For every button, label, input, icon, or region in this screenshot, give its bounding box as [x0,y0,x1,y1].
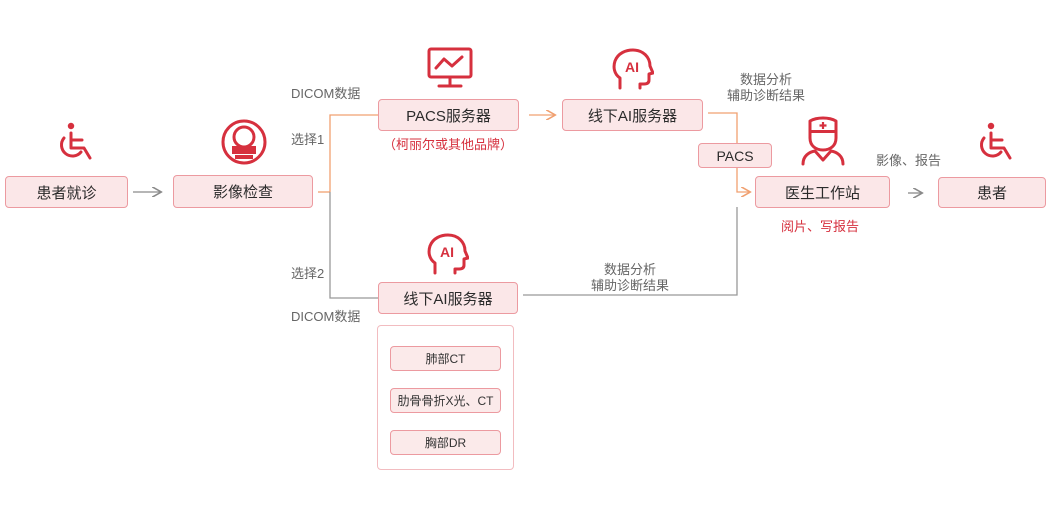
ai-module-label: 肺部CT [425,352,466,366]
imaging-exam-label: 影像检查 [212,184,273,201]
pacs-tag-box: PACS [698,143,772,168]
offline-ai-server-bottom-box: 线下AI服务器 [378,282,518,314]
patient-visit-label: 患者就诊 [36,184,97,202]
patient-visit-box: 患者就诊 [5,176,128,208]
svg-text:AI: AI [625,59,639,75]
patient-label: 患者 [976,185,1007,202]
ai-module-label: 肋骨骨折X光、CT [397,394,494,408]
image-report-label: 影像、报告 [876,153,942,168]
wheelchair-icon [60,122,92,160]
ai-module-chest-dr: 胸部DR [390,430,501,455]
doctor-note: 阅片、写报告 [781,219,860,234]
analysis-bottom-line2: 辅助诊断结果 [590,278,669,293]
patient-box: 患者 [938,177,1046,208]
offline-ai-server-top-label: 线下AI服务器 [587,107,678,125]
pacs-brand-note: （柯丽尔或其他品牌） [383,137,514,152]
analysis-label-bottom: 数据分析 辅助诊断结果 [580,262,680,294]
doctor-icon [801,116,845,166]
ai-module-rib-fracture: 肋骨骨折X光、CT [390,388,501,413]
imaging-exam-box: 影像检查 [173,175,313,208]
pacs-server-box: PACS服务器 [378,99,519,131]
ai-module-label: 胸部DR [424,436,467,450]
ai-head-icon: AI [612,48,654,90]
dicom-label-bottom: DICOM数据 [291,309,361,324]
doctor-station-label: 医生工作站 [784,184,860,202]
line-ai-bottom-to-doctor [523,207,738,296]
svg-text:AI: AI [440,244,454,260]
offline-ai-server-bottom-label: 线下AI服务器 [403,290,493,308]
option2-label: 选择2 [291,266,325,281]
wheelchair-icon [980,122,1012,160]
monitor-icon [427,47,473,88]
analysis-top-line1: 数据分析 [739,72,792,87]
analysis-label-top: 数据分析 辅助诊断结果 [716,72,816,104]
ai-module-lung-ct: 肺部CT [390,346,501,371]
ai-head-icon: AI [427,233,469,275]
dicom-label-top: DICOM数据 [291,86,361,101]
pacs-server-label: PACS服务器 [406,107,491,125]
line-option1 [329,114,378,192]
offline-ai-server-top-box: 线下AI服务器 [562,99,703,131]
doctor-station-box: 医生工作站 [755,176,890,208]
ct-scanner-icon [221,119,267,165]
analysis-bottom-line1: 数据分析 [603,262,656,277]
option1-label: 选择1 [291,132,325,147]
line-option2 [329,192,378,299]
pacs-tag-label: PACS [716,147,754,164]
analysis-top-line2: 辅助诊断结果 [726,88,805,103]
